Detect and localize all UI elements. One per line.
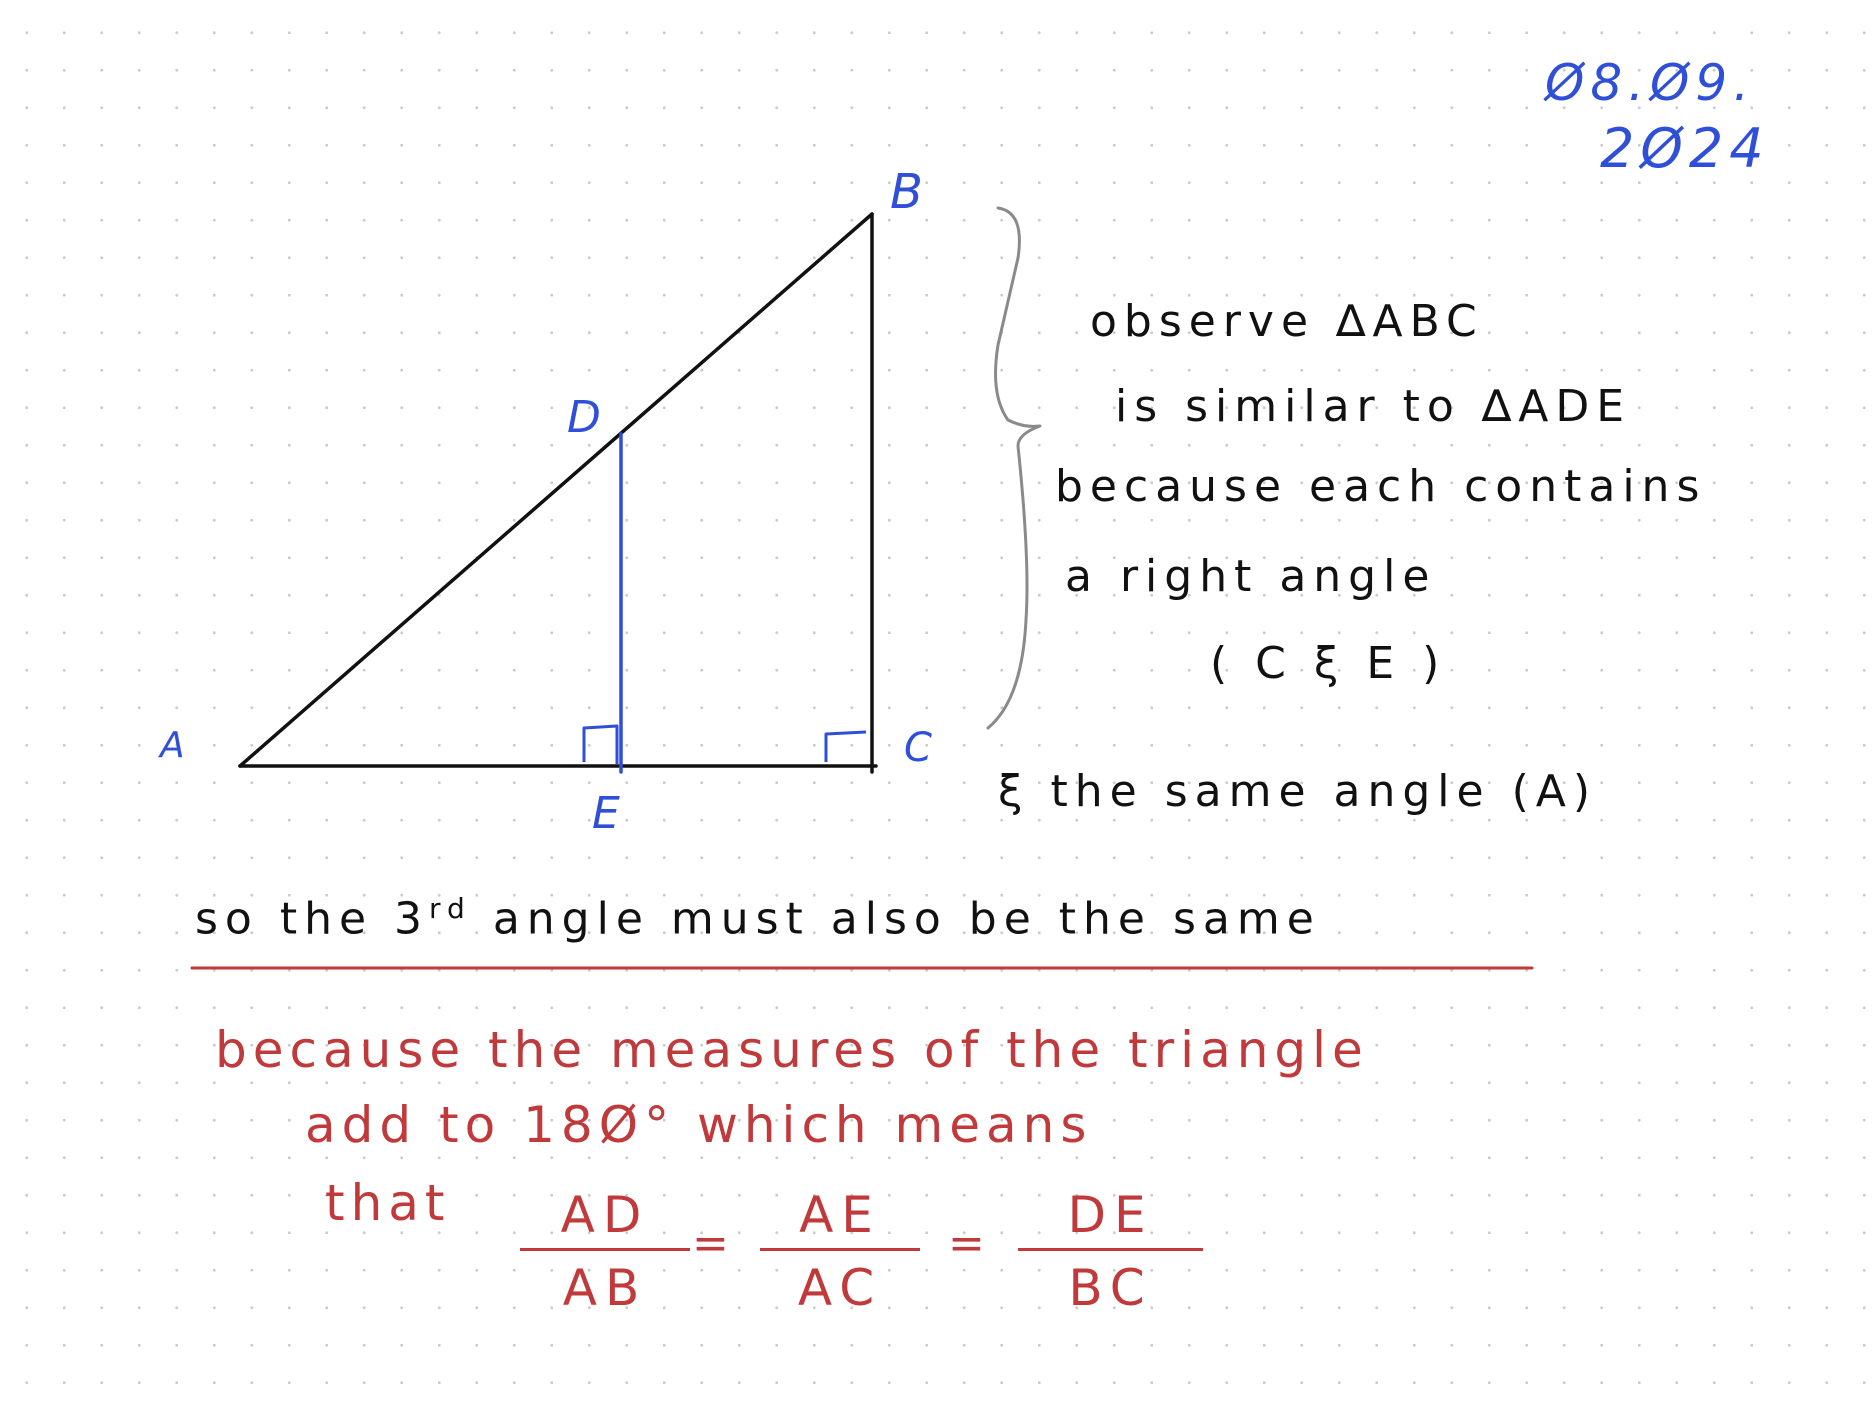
right-angle-marker-e	[582, 724, 619, 764]
note-line-7: so the 3rd angle must also be the same	[195, 895, 1321, 942]
fraction-ad-ab-numerator: AD	[560, 1186, 650, 1244]
date-line-1: Ø8.Ø9.	[1545, 54, 1756, 112]
fraction-de-bc-denominator: BC	[1068, 1259, 1153, 1317]
note-line-7-rest: angle must also be the same	[471, 893, 1321, 945]
conclusion-line-1: because the measures of the triangle	[215, 1021, 1369, 1079]
conclusion-line-2: add to 18Ø° which means	[305, 1096, 1093, 1154]
fraction-de-bc-bar	[1018, 1248, 1203, 1251]
fraction-ae-ac-denominator: AC	[797, 1259, 883, 1317]
conclusion-line-3: that	[325, 1174, 451, 1232]
vertex-label-c: C	[904, 725, 932, 771]
vertex-label-e: E	[592, 788, 620, 839]
note-line-1: observe ∆ABC	[1090, 296, 1484, 347]
fraction-ae-ac-bar	[760, 1248, 920, 1251]
equals-sign-2: =	[948, 1218, 985, 1269]
vertex-label-b: B	[890, 164, 923, 220]
right-angle-marker-c	[824, 730, 867, 762]
note-line-7-superscript: rd	[429, 892, 472, 925]
note-line-2: is similar to ∆ADE	[1115, 381, 1632, 432]
fraction-ad-ab: AD AB	[520, 1190, 690, 1313]
equals-sign-1: =	[692, 1218, 729, 1269]
fraction-de-bc: DE BC	[1018, 1190, 1203, 1313]
fraction-ae-ac: AE AC	[760, 1190, 920, 1313]
note-line-7-start: so the 3	[195, 893, 430, 945]
fraction-ad-ab-denominator: AB	[562, 1259, 648, 1317]
date-line-2: 2Ø24	[1600, 117, 1770, 180]
note-line-4: a right angle	[1065, 551, 1437, 602]
note-line-5: ( C ξ E )	[1210, 638, 1447, 689]
fraction-ad-ab-bar	[520, 1248, 690, 1251]
fraction-ae-ac-numerator: AE	[799, 1186, 881, 1244]
curly-brace	[986, 206, 1042, 730]
vertex-label-a: A	[160, 725, 185, 766]
segment-ab	[238, 212, 874, 768]
note-line-3: because each contains	[1055, 461, 1707, 512]
note-line-6: ξ the same angle (A)	[998, 766, 1598, 817]
vertex-label-d: D	[567, 392, 601, 443]
fraction-de-bc-numerator: DE	[1067, 1186, 1154, 1244]
